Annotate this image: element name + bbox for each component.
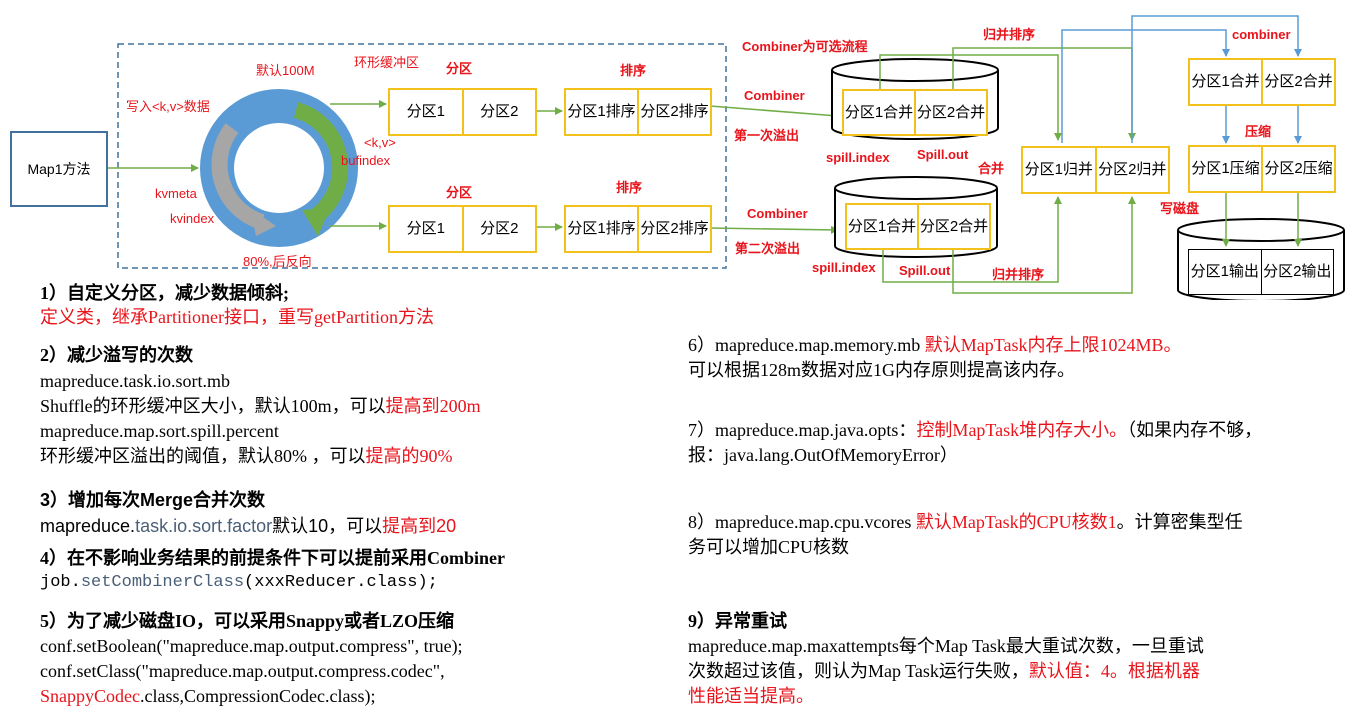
- kvindex-label: kvindex: [170, 211, 215, 226]
- combiner-label-2: Combiner: [747, 206, 808, 221]
- spill-out-label-1: Spill.out: [917, 147, 969, 162]
- merge-p2-label: 分区2: [919, 217, 959, 235]
- sort-p2-label: 分区2: [640, 103, 679, 120]
- tip1-title: 1）自定义分区，减少数据倾斜;: [40, 283, 289, 303]
- tip9-line2: 次数超过该值，则认为Map Task运行失败，默认值：4。根据机器: [688, 661, 1200, 681]
- partition-label-1: 分区: [446, 61, 473, 76]
- spill-index-label-1: spill.index: [826, 150, 890, 165]
- write-disk-label: 写磁盘: [1160, 201, 1200, 216]
- spill-out-label-2: Spill.out: [899, 263, 951, 278]
- tip8-line2: 务可以增加CPU核数: [688, 537, 850, 557]
- combined-p1-label: 分区1: [1191, 73, 1230, 90]
- write-kv-label: 写入<k,v>数据: [126, 99, 210, 114]
- map1-box: Map1方法: [10, 131, 108, 207]
- ring-buffer: [200, 89, 358, 247]
- compress-p1-label: 分区1: [1191, 160, 1230, 177]
- combiner-label-1: Combiner: [744, 88, 805, 103]
- guibing-p2-label: 分区2: [1098, 161, 1137, 178]
- tip7-line2: 报：java.lang.OutOfMemoryError）: [688, 445, 958, 465]
- tip2-line1: mapreduce.task.io.sort.mb: [40, 371, 230, 391]
- first-spill-label: 第一次溢出: [734, 128, 800, 143]
- tip9-title: 9）异常重试: [688, 611, 787, 631]
- sort-label-2: 排序: [616, 180, 643, 195]
- merge-p1-label: 分区1: [847, 217, 887, 235]
- tip6-line2: 可以根据128m数据对应1G内存原则提高该内存。: [688, 360, 1075, 380]
- tip2-line2: Shuffle的环形缓冲区大小，默认100m，可以提高到200m: [40, 396, 481, 416]
- tip2-line3: mapreduce.map.sort.spill.percent: [40, 421, 279, 441]
- sort-p1-label: 分区1: [567, 220, 606, 237]
- partition-box-1: 分区1 分区2: [388, 88, 537, 136]
- output-p2-label: 分区2: [1263, 263, 1302, 280]
- tip5-line1: conf.setBoolean("mapreduce.map.output.co…: [40, 636, 463, 656]
- reverse-80-label: 80%,后反向: [243, 254, 312, 269]
- tip5-line2: conf.setClass("mapreduce.map.output.comp…: [40, 661, 445, 681]
- guibing-p1-label: 分区1: [1024, 161, 1063, 178]
- merge-sort-label-2: 归并排序: [992, 267, 1045, 282]
- merge-sort-label-1: 归并排序: [983, 27, 1036, 42]
- compress-p2-label: 分区2: [1264, 160, 1303, 177]
- tip2-title: 2）减少溢写的次数: [40, 345, 193, 365]
- kv-label: <k,v>: [364, 135, 396, 150]
- second-spill-label: 第二次溢出: [735, 241, 801, 256]
- kvmeta-label: kvmeta: [155, 186, 197, 201]
- tip4-line: job.setCombinerClass(xxxReducer.class);: [40, 573, 438, 592]
- spill-index-label-2: spill.index: [812, 260, 876, 275]
- sort-p2-label: 分区2: [640, 220, 679, 237]
- merge-p2-label: 分区2: [916, 103, 956, 121]
- sort-label-1: 排序: [620, 63, 647, 78]
- map1-label: Map1方法: [27, 161, 91, 177]
- bufindex-label: bufindex: [341, 153, 391, 168]
- partition1-cell: 分区1: [406, 220, 445, 237]
- tip5-title: 5）为了减少磁盘IO，可以采用Snappy或者LZO压缩: [40, 611, 455, 631]
- ring-buffer-label: 环形缓冲区: [354, 55, 420, 70]
- partition1-cell: 分区1: [406, 103, 445, 120]
- partition-box-2: 分区1 分区2: [388, 205, 537, 253]
- tip9-line1: mapreduce.map.maxattempts每个Map Task最大重试次…: [688, 636, 1204, 656]
- merge-p1-label: 分区1: [844, 103, 884, 121]
- combiner-optional-label: Combiner为可选流程: [742, 39, 868, 54]
- combined-p2-label: 分区2: [1264, 73, 1303, 90]
- output-p1-label: 分区1: [1190, 263, 1229, 280]
- partition2-cell: 分区2: [461, 90, 536, 134]
- partition2-cell: 分区2: [461, 207, 536, 251]
- tip3-title: 3）增加每次Merge合并次数: [40, 490, 266, 510]
- tip8-line1: 8）mapreduce.map.cpu.vcores 默认MapTask的CPU…: [688, 512, 1243, 532]
- tip5-line3: SnappyCodec.class,CompressionCodec.class…: [40, 686, 376, 706]
- tip2-line4: 环形缓冲区溢出的阈值，默认80% ，可以提高的90%: [40, 446, 453, 466]
- tip1-line: 定义类，继承Partitioner接口，重写getPartition方法: [40, 307, 434, 327]
- compress-label: 压缩: [1245, 124, 1272, 139]
- combiner-lower-label: combiner: [1232, 27, 1291, 42]
- tip7-line1: 7）mapreduce.map.java.opts：控制MapTask堆内存大小…: [688, 420, 1263, 440]
- tip3-line: mapreduce.task.io.sort.factor默认10，可以提高到2…: [40, 516, 457, 536]
- default-100m-label: 默认100M: [256, 63, 315, 78]
- tip9-line3: 性能适当提高。: [688, 686, 814, 706]
- buffer-region: [117, 43, 727, 269]
- tip6-line1: 6）mapreduce.map.memory.mb 默认MapTask内存上限1…: [688, 335, 1182, 355]
- partition-label-2: 分区: [446, 185, 473, 200]
- tip4-title: 4）在不影响业务结果的前提条件下可以提前采用Combiner: [40, 548, 505, 568]
- sort-p1-label: 分区1: [567, 103, 606, 120]
- merge-label: 合并: [978, 161, 1005, 176]
